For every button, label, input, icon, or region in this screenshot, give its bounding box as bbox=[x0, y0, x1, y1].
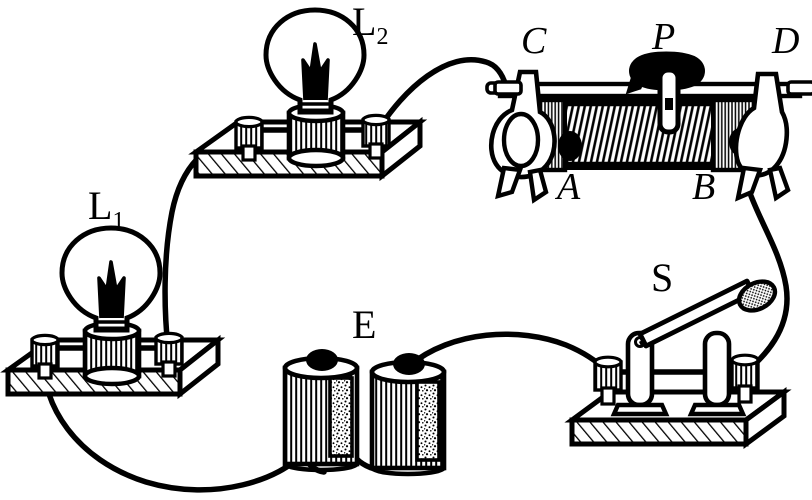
rheostat-tube bbox=[520, 97, 758, 173]
label-rheostat-p: P bbox=[652, 16, 676, 58]
wire-l2-right-to-rheostat-C bbox=[374, 57, 509, 135]
rheostat-terminal-D[interactable] bbox=[786, 80, 812, 96]
battery-cell-right-terminal bbox=[393, 353, 425, 375]
lamp-l1-bulb bbox=[59, 225, 163, 333]
switch-pillar-right bbox=[687, 330, 747, 417]
rheostat-slider-P[interactable] bbox=[625, 51, 705, 135]
switch-base-front bbox=[569, 417, 749, 447]
label-rheostat-a: A bbox=[557, 166, 581, 208]
label-lamp-l2-subscript: 2 bbox=[376, 24, 389, 50]
battery-cell-left-terminal bbox=[306, 349, 338, 371]
switch-terminal-right[interactable] bbox=[730, 353, 760, 404]
label-battery-e: E bbox=[352, 302, 377, 347]
lamp-l2-terminal-right[interactable] bbox=[361, 113, 391, 160]
battery-cell-left bbox=[282, 349, 360, 473]
label-lamp-l2-letter: L bbox=[352, 0, 377, 44]
lamp-l2-bulb bbox=[263, 7, 367, 115]
label-lamp-l1-letter: L bbox=[88, 183, 113, 228]
lamp-l2 bbox=[188, 7, 428, 182]
lamp-l2-terminal-left[interactable] bbox=[234, 115, 264, 162]
lamp-l1-base-side bbox=[177, 334, 221, 400]
switch-lever-knob[interactable] bbox=[734, 276, 780, 316]
label-rheostat-b: B bbox=[692, 166, 716, 208]
label-lamp-l1-subscript: 1 bbox=[112, 208, 125, 234]
wire-l1-left-to-battery-left bbox=[41, 355, 305, 493]
lamp-l2-base-side bbox=[379, 116, 423, 182]
label-rheostat-c: C bbox=[521, 20, 547, 62]
rheostat-contact-A bbox=[558, 131, 582, 161]
battery-cell-right bbox=[369, 353, 447, 477]
label-rheostat-d: D bbox=[772, 20, 800, 62]
switch-s bbox=[564, 276, 792, 449]
label-lamp-l2: L2 bbox=[352, 0, 389, 50]
lamp-l1-terminal-left[interactable] bbox=[30, 333, 60, 380]
label-lamp-l1: L1 bbox=[88, 183, 125, 234]
lamp-l1-terminal-right[interactable] bbox=[154, 331, 184, 378]
label-switch-s: S bbox=[651, 255, 674, 300]
switch-lever[interactable] bbox=[637, 276, 780, 349]
lamp-l1 bbox=[0, 225, 226, 400]
rheostat-post-left bbox=[488, 69, 557, 204]
rheostat-post-right bbox=[733, 71, 791, 202]
switch-terminal-left[interactable] bbox=[593, 355, 623, 406]
lamp-l1-socket bbox=[82, 320, 142, 387]
rheostat-terminal-C[interactable] bbox=[493, 80, 523, 96]
switch-base-side bbox=[743, 387, 787, 449]
battery-e bbox=[282, 349, 447, 477]
rheostat bbox=[485, 51, 812, 204]
switch-pillar-left bbox=[610, 330, 670, 417]
